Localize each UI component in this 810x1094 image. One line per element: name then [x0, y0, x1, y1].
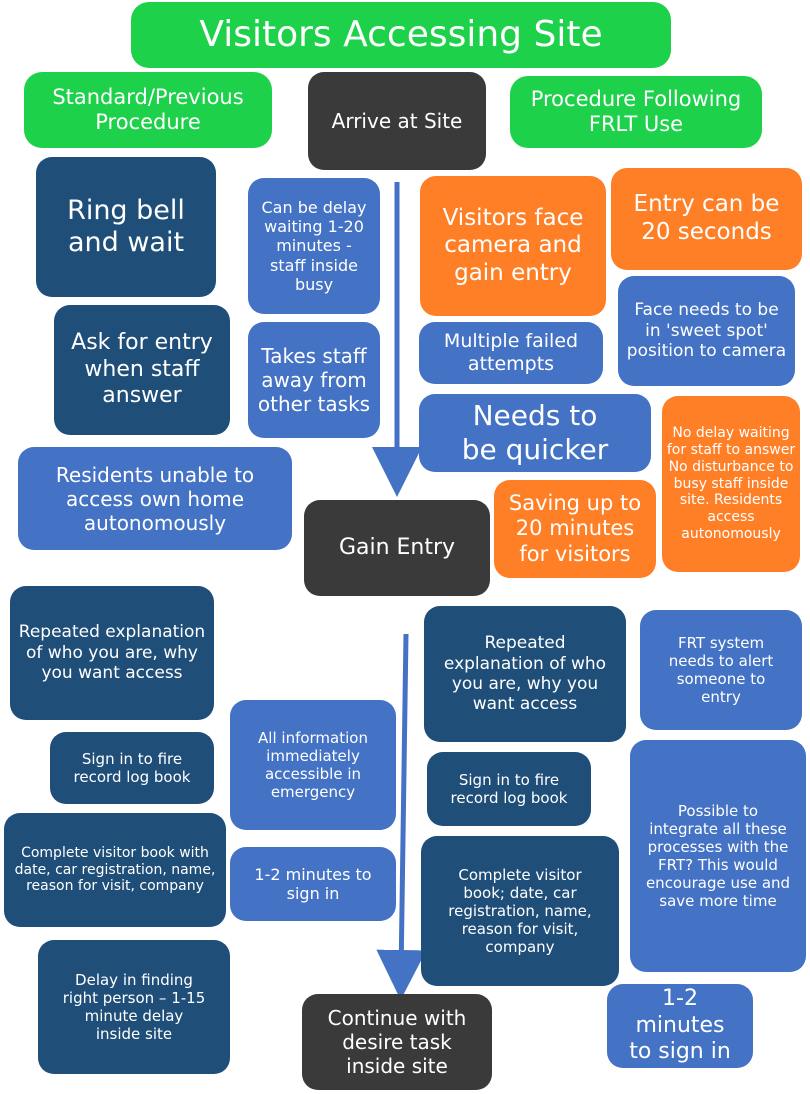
frlt-procedure-header: Procedure Following FRLT Use [510, 76, 762, 148]
frlt-visitor-book-box: Complete visitor book; date, car registr… [421, 836, 619, 986]
page-title: Visitors Accessing Site [131, 2, 671, 68]
frlt-repeated-explanation-box: Repeated explanation of who you are, why… [424, 606, 626, 742]
delay-waiting-box: Can be delay waiting 1-20 minutes - staf… [248, 178, 380, 314]
ask-entry-box: Ask for entry when staff answer [54, 305, 230, 435]
frlt-fire-log-box: Sign in to fire record log book [427, 752, 591, 826]
standard-visitor-book-box: Complete visitor book with date, car reg… [4, 813, 226, 927]
arrow-gain-to-continue [376, 633, 427, 1000]
integrate-processes-box: Possible to integrate all these processe… [630, 740, 806, 972]
face-camera-box: Visitors face camera and gain entry [420, 176, 606, 316]
standard-fire-log-box: Sign in to fire record log book [50, 732, 214, 804]
standard-sign-time-box: 1-2 minutes to sign in [230, 847, 396, 921]
standard-repeated-explanation-box: Repeated explanation of who you are, why… [10, 586, 214, 720]
failed-attempts-box: Multiple failed attempts [419, 322, 603, 384]
all-info-accessible-box: All information immediately accessible i… [230, 700, 396, 830]
takes-staff-box: Takes staff away from other tasks [248, 322, 380, 438]
frlt-sign-time-box: 1-2 minutes to sign in [607, 984, 753, 1068]
frt-alert-box: FRT system needs to alert someone to ent… [640, 610, 802, 730]
residents-unable-box: Residents unable to access own home auto… [18, 447, 292, 550]
no-delay-box: No delay waiting for staff to answer No … [662, 396, 800, 572]
entry-20-seconds-box: Entry can be 20 seconds [611, 168, 802, 270]
needs-quicker-box: Needs to be quicker [419, 394, 651, 472]
saving-time-box: Saving up to 20 minutes for visitors [494, 480, 656, 578]
delay-finding-person-box: Delay in finding right person – 1-15 min… [38, 940, 230, 1074]
arrive-at-site-box: Arrive at Site [308, 72, 486, 170]
sweet-spot-box: Face needs to be in 'sweet spot' positio… [618, 276, 795, 386]
ring-bell-box: Ring bell and wait [36, 157, 216, 297]
standard-procedure-header: Standard/Previous Procedure [24, 72, 272, 148]
gain-entry-box: Gain Entry [304, 500, 490, 596]
continue-task-box: Continue with desire task inside site [302, 994, 492, 1090]
